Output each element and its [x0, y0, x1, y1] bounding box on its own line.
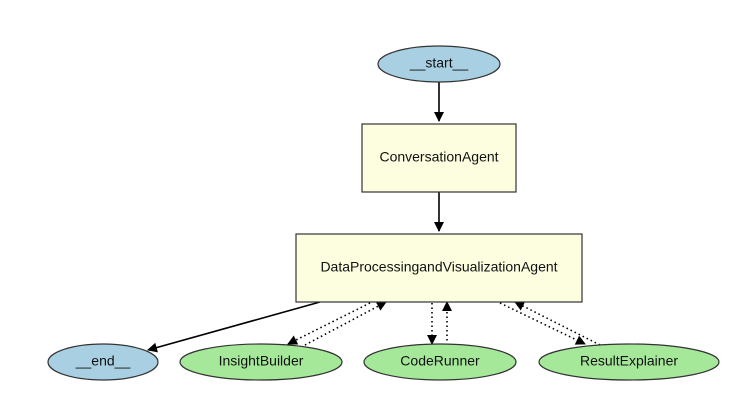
- result-explainer-node-label: ResultExplainer: [580, 353, 678, 369]
- insight-builder-node-shape: [179, 343, 343, 381]
- node-end[interactable]: __end__: [47, 343, 159, 381]
- node-start[interactable]: __start__: [377, 45, 501, 83]
- start-node-label: __start__: [409, 55, 469, 71]
- edge-result-explainer-to-data-agent: [514, 301, 601, 346]
- node-data-processing-visualization-agent[interactable]: DataProcessingandVisualizationAgent: [295, 233, 583, 303]
- end-node-shape: [47, 343, 159, 381]
- code-runner-node-shape: [363, 343, 517, 381]
- node-code-runner[interactable]: CodeRunner: [363, 343, 517, 381]
- code-runner-node-label: CodeRunner: [400, 353, 480, 369]
- edge-data-agent-to-result-explainer: [499, 302, 586, 345]
- start-node-shape: [377, 45, 501, 83]
- edge-insight-builder-to-data-agent: [304, 301, 387, 346]
- end-node-label: __end__: [75, 353, 131, 369]
- edge-data-agent-to-end: [147, 301, 321, 353]
- node-insight-builder[interactable]: InsightBuilder: [179, 343, 343, 381]
- conversation-agent-node-label: ConversationAgent: [379, 149, 498, 165]
- node-result-explainer[interactable]: ResultExplainer: [538, 343, 720, 381]
- conversation-agent-node-shape: [361, 123, 517, 193]
- result-explainer-node-shape: [538, 343, 720, 381]
- edge-data-agent-to-insight-builder: [287, 302, 371, 345]
- edges: [147, 82, 601, 353]
- insight-builder-node-label: InsightBuilder: [219, 353, 304, 369]
- data-agent-node-shape: [295, 233, 583, 303]
- data-agent-node-label: DataProcessingandVisualizationAgent: [320, 259, 557, 275]
- node-conversation-agent[interactable]: ConversationAgent: [361, 123, 517, 193]
